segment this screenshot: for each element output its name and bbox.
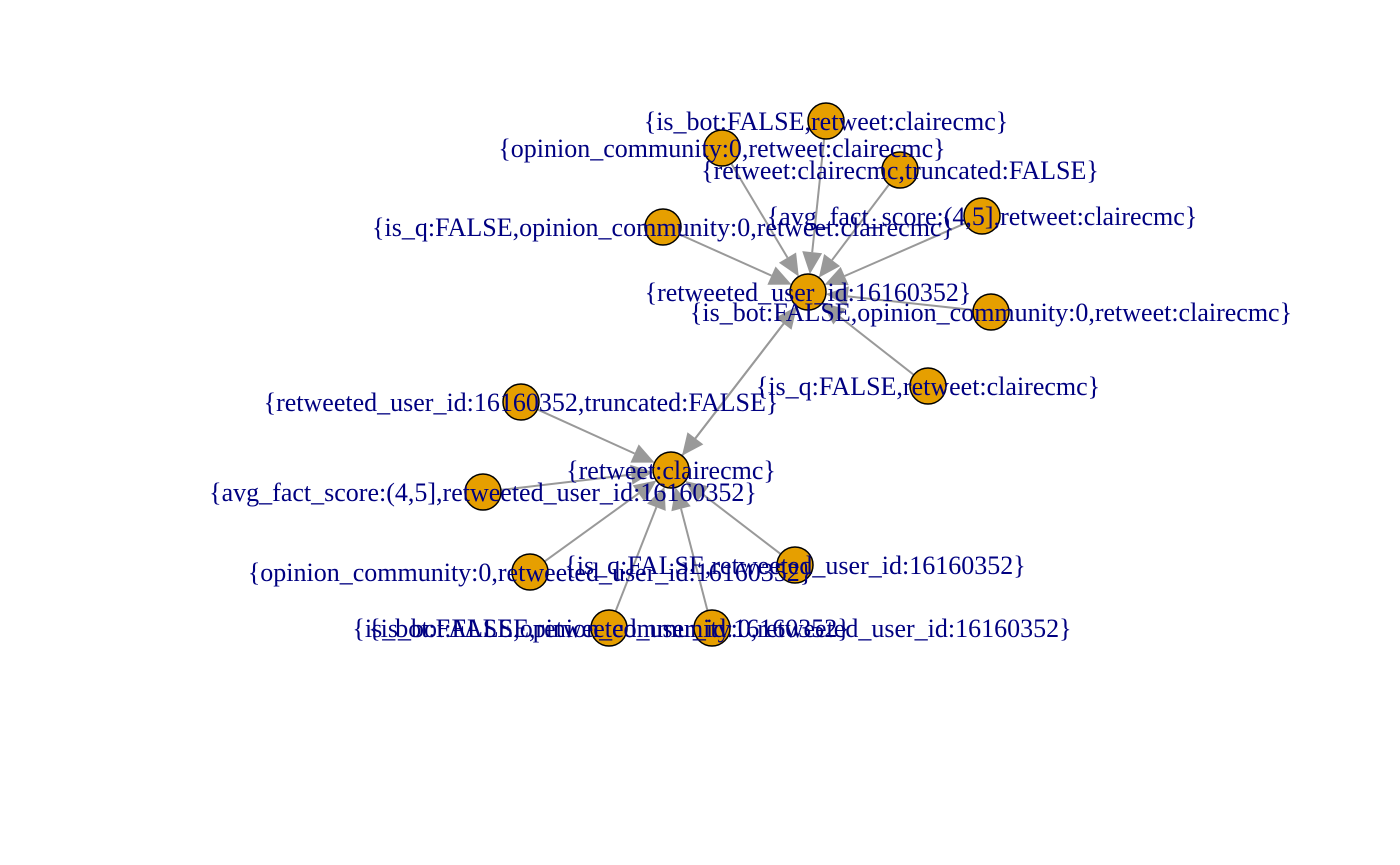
edge-line [811, 138, 826, 253]
node-label-n13: {is_bot:FALSE,opinion_community:0,retwee… [352, 614, 1071, 643]
edge-n12-n_rt [614, 486, 666, 612]
node-n12 [590, 609, 628, 647]
node-n_center [789, 273, 827, 311]
node-n7 [909, 367, 947, 405]
edge-n2-n_center [730, 162, 799, 277]
edge-n5-n_center [679, 233, 792, 285]
node-label-n12: {is_bot:FALSE,retweeted_user_id:16160352… [368, 614, 850, 643]
edge-line [838, 315, 915, 376]
node-n2 [703, 129, 741, 167]
node-label-n10: {opinion_community:0,retweeted_user_id:1… [248, 558, 812, 587]
node-label-n7: {is_q:FALSE,retweet:clairecmc} [756, 372, 1100, 401]
edge-n8-n_rt [536, 408, 655, 463]
edge-n4-n_center [824, 222, 966, 286]
edges-layer [500, 138, 974, 612]
edge-line [679, 233, 772, 277]
edge-arrowhead [647, 486, 666, 511]
node-label-n4: {avg_fact_score:(4,5],retweet:clairecmc} [767, 202, 1198, 231]
node-n6 [972, 293, 1010, 331]
node-n5 [644, 208, 682, 246]
node-label-n_rt: {retweet:clairecmc} [566, 456, 776, 485]
node-label-n8: {retweeted_user_id:16160352,truncated:FA… [264, 388, 779, 417]
node-n4 [963, 197, 1001, 235]
edge-n10-n_rt [543, 480, 657, 563]
node-n10 [511, 553, 549, 591]
edge-arrowhead [802, 251, 823, 275]
edge-line [543, 492, 640, 563]
edge-line [680, 508, 709, 611]
node-n_rt [652, 451, 690, 489]
node-n9 [464, 473, 502, 511]
edge-arrowhead [822, 303, 846, 325]
edge-n13-n_rt [671, 487, 709, 611]
node-label-n11: {is_q:FALSE,retweeted_user_id:16160352} [564, 551, 1025, 580]
node-n13 [693, 609, 731, 647]
node-n8 [502, 383, 540, 421]
node-label-n3: {retweet:clairecmc,truncated:FALSE} [701, 156, 1099, 185]
node-label-n1: {is_bot:FALSE,retweet:clairecmc} [644, 107, 1009, 136]
edge-line [694, 305, 798, 439]
edge-line [847, 295, 974, 312]
edge-arrowhead [632, 480, 657, 502]
edge-n6-n_center [825, 286, 974, 312]
node-n3 [881, 151, 919, 189]
edge-arrowhead [630, 464, 654, 485]
edge-arrowhead [778, 252, 799, 277]
node-label-n6: {is_bot:FALSE,opinion_community:0,retwee… [690, 298, 1292, 327]
edge-arrowhead [630, 444, 655, 463]
edge-n7-n_center [822, 303, 915, 376]
edge-arrowhead [767, 266, 792, 285]
edge-arrowhead [681, 432, 704, 456]
edge-line [536, 408, 635, 455]
edge-line [614, 506, 658, 612]
edge-line [844, 222, 966, 277]
node-n1 [807, 102, 845, 140]
edge-line [702, 493, 782, 555]
edge-line [730, 162, 789, 259]
edge-n11-n_rt [685, 480, 782, 555]
edge-n3-n_center [818, 183, 890, 278]
edge-n_center-n_rt [681, 305, 798, 456]
edge-line [500, 473, 632, 491]
labels-layer: {retweeted_user_id:16160352} {retweet:cla… [209, 107, 1292, 643]
edge-line [831, 183, 890, 261]
nodes-layer [464, 102, 1010, 647]
node-label-n_center: {retweeted_user_id:16160352} [645, 278, 972, 307]
edge-arrowhead [671, 487, 691, 512]
edge-n9-n_rt [500, 464, 654, 491]
edge-n1-n_center [802, 138, 826, 275]
edge-arrowhead [825, 286, 849, 307]
node-label-n5: {is_q:FALSE,opinion_community:0,retweet:… [372, 213, 954, 242]
edge-arrowhead [824, 266, 849, 286]
node-label-n2: {opinion_community:0,retweet:clairecmc} [498, 134, 945, 163]
edge-arrowhead [818, 254, 841, 278]
node-n11 [776, 546, 814, 584]
node-label-n9: {avg_fact_score:(4,5],retweeted_user_id:… [209, 478, 757, 507]
edge-arrowhead [685, 480, 709, 503]
